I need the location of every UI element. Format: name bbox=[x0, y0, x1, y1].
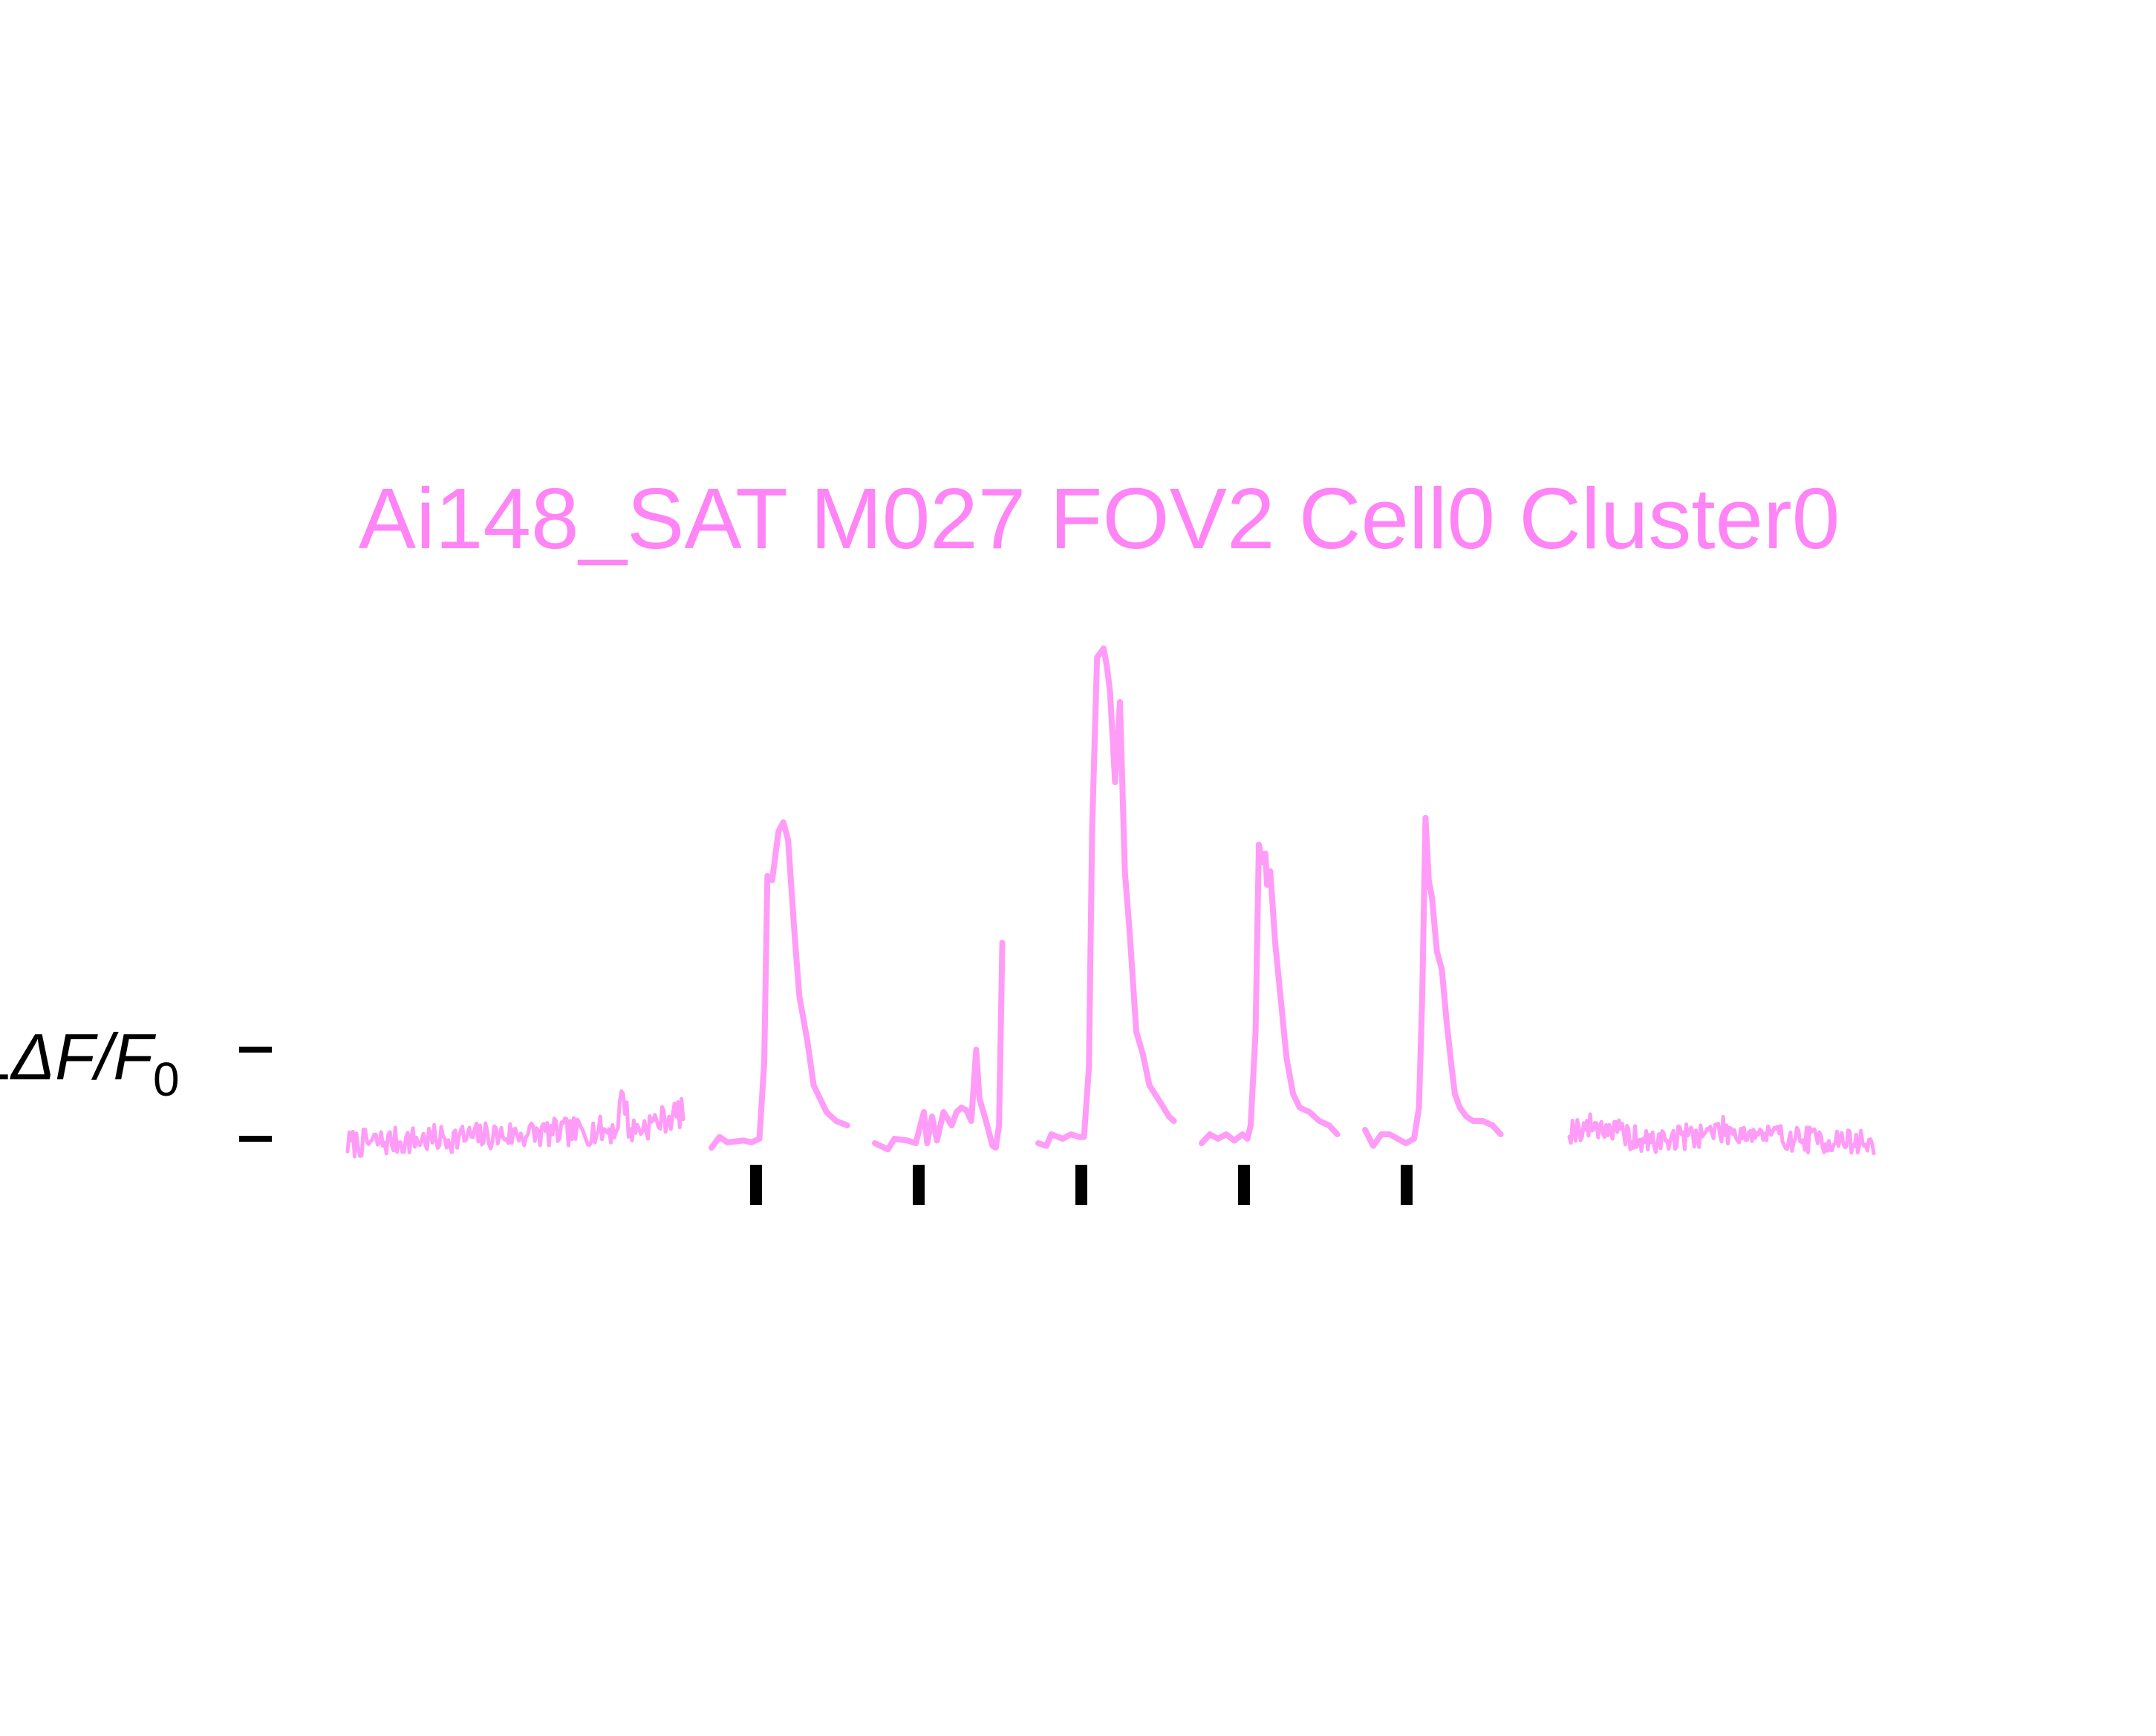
stimulus-markers bbox=[750, 1165, 1413, 1205]
scale-bar-subscript: 0 bbox=[153, 1053, 180, 1106]
scale-bar-value: 1 bbox=[0, 1020, 11, 1093]
trace-segment-trial-5 bbox=[1362, 815, 1504, 1149]
trace-segment-post bbox=[1567, 1112, 1876, 1156]
scale-bar-label: 1ΔF/F0 bbox=[0, 1020, 180, 1106]
chart-title: Ai148_SAT M027 FOV2 Cell0 Cluster0 bbox=[359, 470, 1840, 567]
trace-segment-trial-2 bbox=[872, 940, 1006, 1153]
trace-segments bbox=[345, 646, 1876, 1159]
trace-segment-pre bbox=[345, 1089, 685, 1159]
trace-segment-trial-4 bbox=[1199, 842, 1341, 1146]
svg-text:1ΔF/F0: 1ΔF/F0 bbox=[0, 1020, 180, 1106]
trace-segment-trial-3 bbox=[1035, 646, 1177, 1149]
trace-segment-trial-1 bbox=[709, 819, 850, 1151]
scale-bar-unit: ΔF/F bbox=[10, 1020, 156, 1093]
